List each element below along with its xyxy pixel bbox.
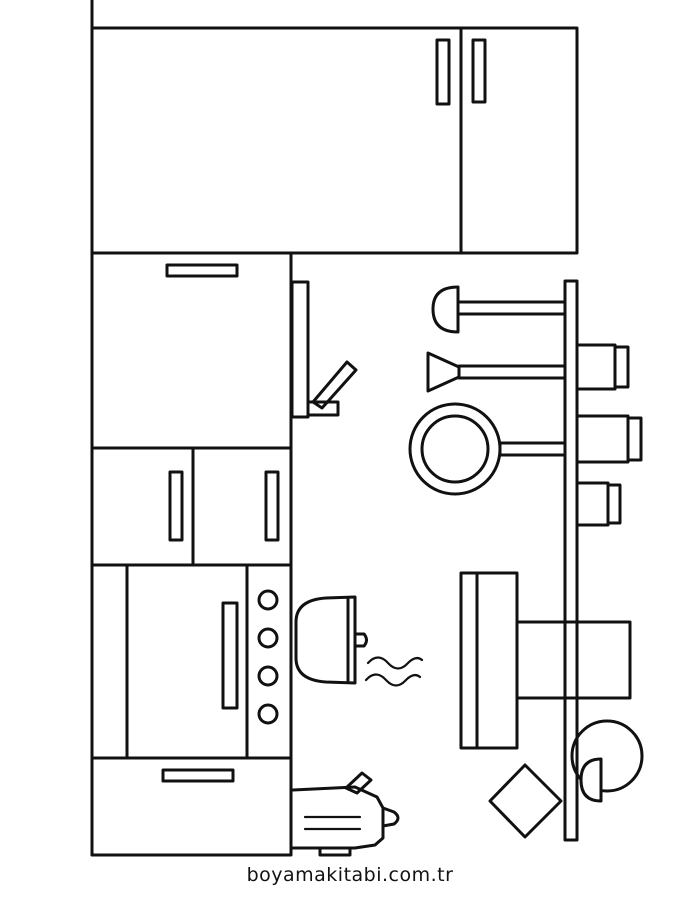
jar-1-lid xyxy=(613,345,630,389)
fridge-body xyxy=(90,26,579,255)
cabinet-double xyxy=(90,446,293,567)
footer-site-text: boyamakitabi.com.tr xyxy=(246,864,454,886)
cabinet-right-handle xyxy=(264,470,280,542)
fruit-circle xyxy=(570,719,644,793)
oven-handle xyxy=(221,601,239,710)
pot xyxy=(294,595,368,685)
pan-inner xyxy=(420,414,490,484)
cabinet-upper xyxy=(90,251,293,450)
cabinet-upper-body xyxy=(90,251,293,450)
jar-3 xyxy=(575,481,622,527)
wall-shelf xyxy=(563,279,579,842)
stove-knob-2 xyxy=(257,627,279,649)
sink xyxy=(290,280,358,419)
funnel-cone xyxy=(426,351,461,393)
cabinet-lower xyxy=(90,756,293,857)
ladle-handle xyxy=(456,300,567,316)
hanging-ladle xyxy=(431,285,567,334)
funnel-handle xyxy=(457,364,567,380)
jar-1 xyxy=(575,343,630,391)
faucet-arm xyxy=(311,360,358,410)
toaster-nose xyxy=(381,806,400,828)
ladle-head xyxy=(431,285,460,334)
jar-2-lid xyxy=(626,416,643,462)
cabinet-lower-body xyxy=(90,756,293,857)
faucet-base xyxy=(306,400,340,417)
kitchen-table xyxy=(459,571,632,750)
pot-lid-knob xyxy=(354,632,368,648)
cabinet-upper-handle xyxy=(165,263,239,278)
fruit-bowl xyxy=(488,719,644,839)
oven-door xyxy=(125,563,249,760)
jar-2 xyxy=(575,414,643,464)
toaster xyxy=(291,771,400,857)
table-base xyxy=(515,620,632,700)
steam-wave-1 xyxy=(366,656,424,670)
fridge-handle-right xyxy=(471,38,487,104)
jar-2-body xyxy=(575,414,630,464)
toaster-body xyxy=(291,785,385,850)
cabinet-left-handle xyxy=(168,470,184,542)
toaster-lever xyxy=(344,771,373,795)
stove-knob-3 xyxy=(257,665,279,687)
bowl-half xyxy=(579,757,603,803)
steam xyxy=(364,656,424,687)
jar-1-body xyxy=(575,343,617,391)
hanging-pan xyxy=(408,402,567,496)
cabinet-lower-handle xyxy=(161,768,235,783)
table-top xyxy=(459,571,519,750)
pot-body xyxy=(294,595,357,685)
napkin-diamond xyxy=(488,763,563,839)
fridge-handle-left xyxy=(435,38,451,106)
steam-wave-2 xyxy=(364,673,422,687)
pan-handle xyxy=(498,441,567,457)
sink-basin xyxy=(290,280,310,419)
oven xyxy=(90,563,293,760)
shelf-board xyxy=(563,279,579,842)
toaster-foot xyxy=(318,846,352,857)
stove-knob-1 xyxy=(257,589,279,611)
hanging-funnel xyxy=(426,351,567,393)
jar-3-lid xyxy=(606,483,622,525)
stove-knob-4 xyxy=(257,703,279,725)
jar-3-body xyxy=(575,481,610,527)
refrigerator xyxy=(90,26,579,255)
